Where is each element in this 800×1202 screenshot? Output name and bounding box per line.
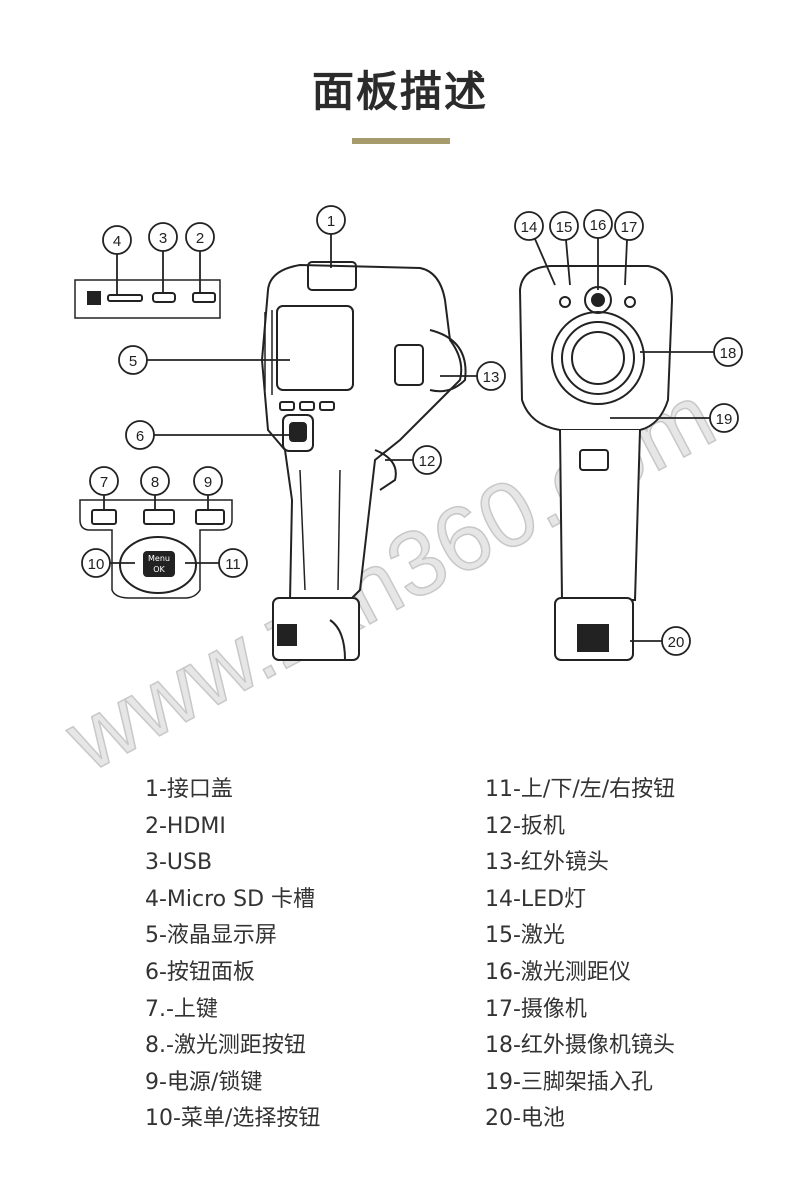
leader-lines (103, 234, 714, 642)
svg-text:9: 9 (204, 474, 212, 491)
legend-item: 7.-上键 (145, 996, 218, 1022)
legend-item: 20-电池 (485, 1106, 565, 1132)
svg-text:10: 10 (88, 556, 105, 573)
svg-text:7: 7 (100, 474, 108, 491)
callout-16: 16 (583, 209, 613, 239)
legend-item: 1-接口盖 (145, 777, 233, 802)
legend-item: 6-按钮面板 (145, 959, 255, 985)
button-panel-closeup: Menu OK (79, 499, 233, 599)
legend-item: 3-USB (145, 850, 213, 876)
title-underline (352, 138, 450, 144)
legend-item: 14-LED灯 (485, 886, 587, 912)
svg-text:5: 5 (129, 353, 137, 370)
legend-item: 11-上/下/左/右按钮 (485, 777, 676, 802)
svg-text:11: 11 (225, 556, 241, 573)
svg-text:15: 15 (556, 219, 573, 236)
svg-text:16: 16 (590, 217, 607, 234)
thermal-camera-diagram: Menu OK 1 2 3 4 5 6 (74, 205, 743, 661)
svg-text:12: 12 (419, 453, 436, 470)
callout-14: 14 (514, 211, 544, 241)
callout-7: 7 (89, 466, 119, 496)
camera-front (260, 261, 467, 661)
legend-item: 17-摄像机 (485, 996, 587, 1022)
legend-item: 4-Micro SD 卡槽 (145, 886, 316, 912)
legend-item: 5-液晶显示屏 (145, 923, 277, 949)
callout-6: 6 (125, 420, 155, 450)
callout-17: 17 (614, 211, 644, 241)
svg-text:3: 3 (159, 230, 167, 247)
legend-right-column: 11-上/下/左/右按钮 12-扳机 13-红外镜头 14-LED灯 15-激光… (485, 772, 675, 1138)
callout-20: 20 (661, 626, 691, 656)
svg-text:13: 13 (483, 369, 500, 386)
ok-label: OK (153, 565, 165, 574)
svg-text:8: 8 (151, 474, 159, 491)
callout-13: 13 (476, 361, 506, 391)
callout-18: 18 (713, 337, 743, 367)
svg-text:18: 18 (720, 345, 737, 362)
callout-15: 15 (549, 211, 579, 241)
legend-item: 8.-激光测距按钮 (145, 1033, 306, 1059)
menu-label: Menu (148, 554, 170, 563)
port-panel (74, 279, 221, 319)
callout-3: 3 (148, 222, 178, 252)
callout-5: 5 (118, 345, 148, 375)
callout-8: 8 (140, 466, 170, 496)
legend-left-column: 1-接口盖 2-HDMI 3-USB 4-Micro SD 卡槽 5-液晶显示屏… (145, 772, 320, 1138)
callout-2: 2 (185, 222, 215, 252)
callout-19: 19 (709, 403, 739, 433)
svg-text:14: 14 (521, 219, 538, 236)
svg-text:4: 4 (113, 233, 121, 250)
svg-text:2: 2 (196, 230, 204, 247)
legend-item: 16-激光测距仪 (485, 959, 631, 985)
callout-1: 1 (316, 205, 346, 235)
svg-text:6: 6 (136, 428, 144, 445)
legend-item: 10-菜单/选择按钮 (145, 1106, 321, 1132)
legend-item: 2-HDMI (145, 813, 226, 839)
svg-text:1: 1 (327, 213, 335, 230)
callout-9: 9 (193, 466, 223, 496)
page-title: 面板描述 (311, 67, 488, 116)
legend-item: 12-扳机 (485, 813, 565, 839)
legend-item: 9-电源/锁键 (145, 1069, 263, 1095)
svg-text:19: 19 (716, 411, 733, 428)
legend-item: 18-红外摄像机镜头 (485, 1033, 675, 1059)
legend-item: 13-红外镜头 (485, 850, 609, 876)
callout-10: 10 (81, 548, 111, 578)
callout-11: 11 (218, 548, 248, 578)
legend-item: 15-激光 (485, 923, 565, 949)
svg-text:20: 20 (668, 634, 685, 651)
callouts: 1 2 3 4 5 6 7 8 9 10 11 12 13 14 15 16 1… (81, 205, 743, 656)
callout-4: 4 (102, 225, 132, 255)
legend-item: 19-三脚架插入孔 (485, 1069, 653, 1095)
camera-back (518, 265, 674, 661)
svg-text:17: 17 (621, 219, 638, 236)
callout-12: 12 (412, 445, 442, 475)
